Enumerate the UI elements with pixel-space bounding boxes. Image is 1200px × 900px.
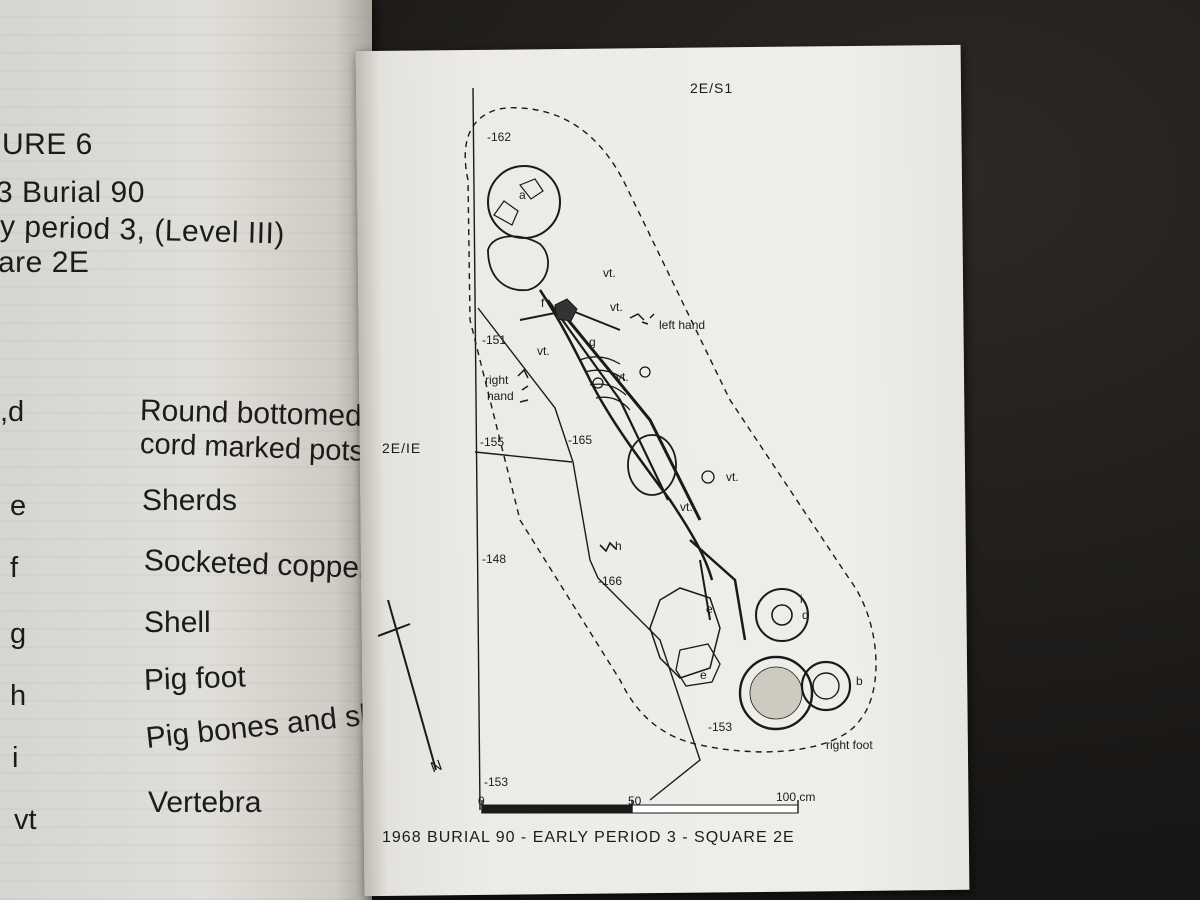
label-vt-5: vt. <box>726 470 739 484</box>
label-right-foot: right foot <box>826 738 873 752</box>
left-page: URE 6 3 Burial 90 y period 3, (Level III… <box>0 0 372 900</box>
figure-caption: 1968 BURIAL 90 - EARLY PERIOD 3 - SQUARE… <box>382 829 795 846</box>
grid-line-horizontal <box>474 451 573 463</box>
copper-tool <box>554 298 578 322</box>
legend-value-sherds: Sherds <box>142 484 238 517</box>
scale-label-0: 0 <box>478 794 485 808</box>
figure-heading: URE 6 <box>2 128 93 161</box>
label-vt-4: vt. <box>616 370 629 384</box>
label-e-1: e <box>706 602 713 616</box>
label-a: a <box>519 188 526 202</box>
legend-value-vertebra: Vertebra <box>148 786 262 819</box>
femur <box>558 309 702 521</box>
label-f: f <box>541 296 545 310</box>
legend-key-f: f <box>10 552 19 584</box>
square-boundary <box>477 307 701 801</box>
label-b: b <box>856 674 863 688</box>
label-vt-1: vt. <box>603 266 616 280</box>
figure-subtitle-burial: 3 Burial 90 <box>0 176 145 209</box>
depth-153-bottom: -153 <box>484 775 509 789</box>
grid-line-vertical <box>472 87 481 811</box>
scale-label-50: 50 <box>628 794 642 808</box>
label-e-2: e <box>700 668 707 682</box>
label-vt-2: vt. <box>610 300 623 314</box>
label-left-hand: left hand <box>659 318 706 332</box>
label-h: h <box>615 539 622 553</box>
spine <box>538 289 714 581</box>
figure-subtitle-square: are 2E <box>0 246 90 279</box>
depth-153-right: -153 <box>708 720 733 734</box>
left-hand-bones <box>629 313 655 325</box>
pot-a <box>487 165 561 239</box>
label-2e-ie: 2E/IE <box>382 440 422 456</box>
scale-label-100cm: 100 cm <box>776 790 816 804</box>
depth-155: -155 <box>480 435 505 449</box>
burial-pit-outline <box>464 106 877 753</box>
legend-key-cd: ,d <box>0 396 25 428</box>
label-d: d <box>802 608 809 622</box>
pelvis <box>627 434 677 496</box>
legend-key-vt: vt <box>14 804 37 836</box>
legend-value-shell: Shell <box>144 606 211 639</box>
depth-165: -165 <box>568 433 593 447</box>
depth-166: -166 <box>598 574 623 588</box>
ribs <box>579 356 631 411</box>
label-2e-s1: 2E/S1 <box>690 80 734 96</box>
sherds-cluster <box>649 587 721 679</box>
right-hand-bones <box>517 368 529 403</box>
depth-151: -151 <box>482 333 507 347</box>
label-i: i <box>800 592 803 606</box>
label-vt-6: vt. <box>680 500 693 514</box>
legend-key-i: i <box>12 742 19 774</box>
skull <box>487 235 549 291</box>
depth-148: -148 <box>482 552 507 566</box>
legend-key-h: h <box>10 680 27 712</box>
legend-key-g: g <box>10 618 27 650</box>
faint-bleedthrough-text <box>0 0 372 900</box>
legend-key-e: e <box>10 490 27 522</box>
pot-large <box>738 655 814 731</box>
label-right-hand-1: right <box>485 373 509 387</box>
depth-162: -162 <box>487 130 512 144</box>
pot-d <box>755 588 809 642</box>
pot-b <box>800 660 852 712</box>
label-g: g <box>589 335 596 349</box>
label-vt-3: vt. <box>537 344 550 358</box>
north-arrow <box>387 599 437 771</box>
label-right-hand-2: hand <box>487 389 514 403</box>
pig-foot <box>599 541 617 553</box>
